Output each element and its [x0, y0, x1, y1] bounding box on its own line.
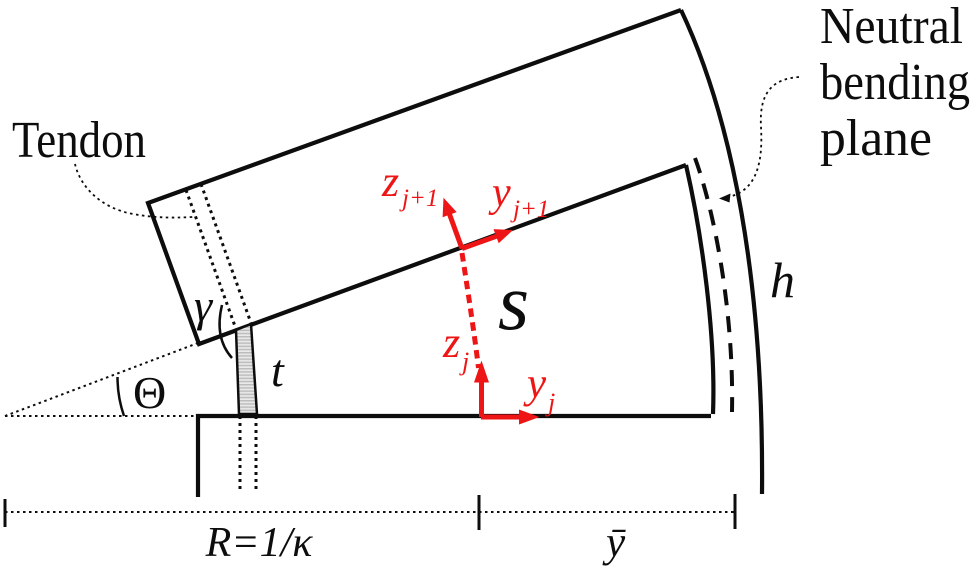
- inner-surface-arc: [683, 164, 716, 415]
- frame-j1-z-axis-shaft: [447, 213, 465, 250]
- frame-j1-z-axis-arrowhead: [442, 197, 457, 218]
- neutral-plane-label-line3: plane: [820, 110, 932, 167]
- h-label: h: [770, 252, 795, 308]
- lower-link-outline: [195, 413, 711, 497]
- frame-j-z-sub: j: [459, 347, 469, 376]
- frame-j-y-sub: j: [545, 388, 555, 417]
- frame-j-z-axis-arrowhead: [474, 360, 489, 383]
- neutral-plane-label-line2: bending: [820, 54, 970, 111]
- frame-j1-z-sub: j+1: [399, 185, 438, 212]
- frame-j-y-label: y: [523, 360, 547, 407]
- gamma-label: γ: [194, 280, 214, 331]
- tendon-label: Tendon: [12, 112, 146, 169]
- frame-j1-y-axis-arrowhead: [493, 229, 513, 244]
- neutral-plane-leader-arrowhead: [719, 193, 731, 203]
- outer-surface-arc: [679, 9, 765, 495]
- upper-link-outline: [145, 8, 687, 347]
- s-label: s: [498, 259, 529, 347]
- frame-j1-y-label: y: [488, 170, 511, 216]
- frame-j1-y-sub: j+1: [510, 196, 549, 223]
- theta-angle-arc: [116, 376, 126, 417]
- neutral-plane-label-line1: Neutral: [820, 0, 963, 55]
- backbone-arc-dashed: [459, 252, 481, 369]
- frame-j1-y-axis-shaft: [461, 233, 499, 251]
- frame-j-y-axis-arrowhead: [519, 409, 540, 425]
- tendon-leader-line: [74, 163, 194, 219]
- gamma-angle-arc: [218, 304, 233, 359]
- t-label: t: [271, 345, 285, 396]
- frame-j1-z-label: z: [381, 157, 399, 206]
- neutral-plane-leader-line: [727, 76, 800, 198]
- ybar-label: ȳ: [602, 519, 626, 566]
- theta-label: Θ: [133, 367, 166, 418]
- neutral-plane-dashed-arc: [693, 157, 735, 413]
- tendon-exposed-segment: [234, 322, 259, 416]
- radius-label: R=1/κ: [205, 520, 314, 566]
- frame-j-z-label: z: [442, 318, 460, 367]
- radius-ray-slanted: [4, 342, 199, 417]
